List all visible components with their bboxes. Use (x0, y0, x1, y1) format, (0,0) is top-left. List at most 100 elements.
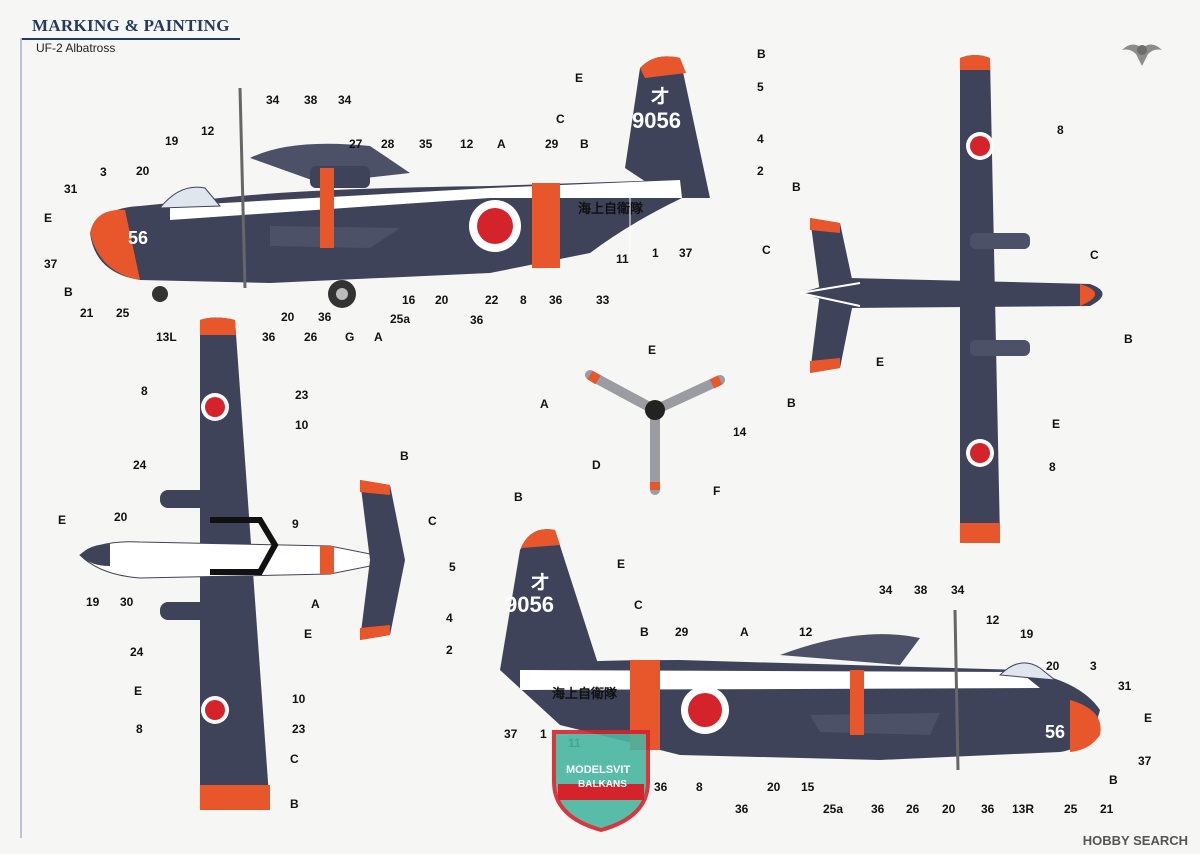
fuselage-kanji: 海上自衛隊 (578, 201, 644, 216)
callout-label: 37 (1138, 754, 1152, 768)
callout-label: 20 (942, 802, 956, 816)
callout-label: 36 (318, 310, 332, 324)
callout-label: 27 (349, 137, 363, 151)
callout-label: 19 (1020, 627, 1034, 641)
callout-label: 8 (136, 722, 143, 736)
nose-number: 56 (128, 228, 149, 248)
callout-label: 24 (133, 458, 147, 472)
callout-label: 22 (485, 293, 499, 307)
callout-label: C (290, 752, 299, 766)
top-view (79, 317, 405, 810)
callout-label: G (345, 330, 355, 344)
callout-label: 38 (304, 93, 318, 107)
callout-label: 21 (1100, 802, 1114, 816)
callout-label: B (400, 449, 409, 463)
callout-label: C (1090, 248, 1099, 262)
callout-label: B (1124, 332, 1133, 346)
tail-katakana: オ (650, 86, 670, 108)
site-watermark: HOBBY SEARCH (1082, 833, 1188, 848)
callout-label: 30 (120, 595, 134, 609)
callout-label: 26 (906, 802, 920, 816)
callout-label: 37 (679, 246, 693, 260)
callout-label: E (1144, 711, 1153, 725)
callout-label: B (64, 285, 73, 299)
callout-label: E (44, 211, 53, 225)
callout-label: 12 (201, 124, 215, 138)
callout-label: 37 (44, 257, 58, 271)
callout-label: 34 (951, 583, 965, 597)
callout-label: C (428, 514, 437, 528)
callout-label: 31 (64, 182, 78, 196)
callout-label: 25a (390, 312, 411, 326)
callout-label: B (1109, 773, 1118, 787)
nose-number-2: 56 (1045, 722, 1066, 742)
page-subtitle: UF-2 Albatross (36, 41, 116, 55)
callout-label: C (556, 112, 565, 126)
callout-label: B (290, 797, 299, 811)
callout-label: 26 (304, 330, 318, 344)
callout-label: 36 (262, 330, 276, 344)
callout-label: 4 (757, 132, 764, 146)
callout-label: 23 (295, 388, 309, 402)
callout-label: 35 (419, 137, 433, 151)
callout-label: 34 (266, 93, 280, 107)
callout-label: 10 (295, 418, 309, 432)
callout-label: B (792, 180, 801, 194)
callout-label: 25 (116, 306, 130, 320)
callout-label: 8 (1049, 460, 1056, 474)
callout-label: 14 (733, 425, 747, 439)
callout-label: F (713, 484, 721, 498)
callout-label: 12 (460, 137, 474, 151)
callout-label: 12 (799, 625, 813, 639)
callout-label: 15 (801, 780, 815, 794)
callout-label: 10 (292, 692, 306, 706)
callout-label: 31 (1118, 679, 1132, 693)
callout-label: D (592, 458, 601, 472)
callout-label: 25a (823, 802, 844, 816)
callout-label: 36 (549, 293, 563, 307)
callout-label: A (540, 397, 549, 411)
callout-label: C (762, 243, 771, 257)
callout-label: 20 (435, 293, 449, 307)
callout-label: B (640, 625, 649, 639)
callout-label: 34 (338, 93, 352, 107)
callout-label: 36 (981, 802, 995, 816)
callout-label: 23 (292, 722, 306, 736)
header-rule (20, 38, 240, 40)
callout-label: B (787, 396, 796, 410)
callout-label: 36 (654, 780, 668, 794)
callout-label: 21 (80, 306, 94, 320)
callout-label: E (648, 343, 657, 357)
stamp-text: MODELSVIT (566, 764, 631, 776)
callout-label: 34 (879, 583, 893, 597)
callout-label: B (757, 47, 766, 61)
tail-katakana-2: オ (530, 572, 550, 594)
callout-label: E (134, 684, 143, 698)
callout-label: A (740, 625, 749, 639)
callout-label: 29 (545, 137, 559, 151)
callout-label: E (58, 513, 67, 527)
callout-label: E (575, 71, 584, 85)
callout-label: 8 (696, 780, 703, 794)
callout-label: 20 (114, 510, 128, 524)
callout-label: 13R (1012, 802, 1035, 816)
callout-label: 8 (1057, 123, 1064, 137)
callout-label: 29 (675, 625, 689, 639)
callout-label: 28 (381, 137, 395, 151)
callout-label: 20 (767, 780, 781, 794)
bottom-view (799, 55, 1103, 543)
callout-label: 24 (130, 645, 144, 659)
tail-number: 9056 (632, 108, 681, 133)
callout-label: A (497, 137, 506, 151)
callout-label: 36 (735, 802, 749, 816)
callout-label: 33 (596, 293, 610, 307)
callout-label: E (1052, 417, 1061, 431)
callout-label: 9 (292, 517, 299, 531)
callout-label: 36 (871, 802, 885, 816)
callout-label: A (374, 330, 383, 344)
side-view-left (90, 56, 710, 308)
callout-label: 1 (540, 727, 547, 741)
callout-label: 1 (652, 246, 659, 260)
callout-label: 8 (141, 384, 148, 398)
